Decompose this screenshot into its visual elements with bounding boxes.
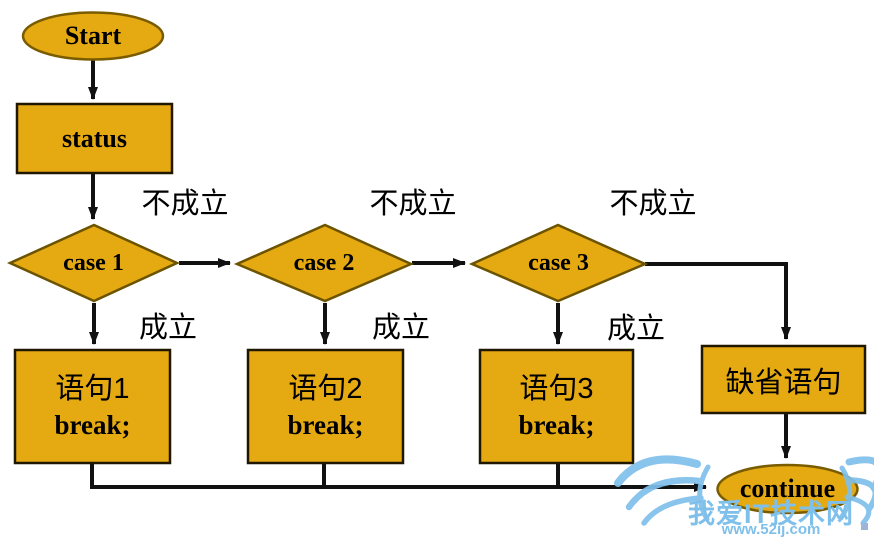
watermark-site-name: 我爱IT技术网	[688, 498, 854, 529]
status-label: status	[61, 123, 127, 153]
case1-decision-diamond	[6, 223, 181, 303]
edge-label-satisfied-1: 成立	[138, 312, 197, 344]
edge-label-satisfied-2: 成立	[371, 312, 430, 344]
statement2-text: 语句2	[288, 372, 363, 405]
statement1-content: 语句1 break;	[15, 352, 170, 460]
continue-label: continue	[739, 474, 836, 503]
edge-label-not-satisfied-1: 不成立	[141, 188, 229, 220]
statement3-text: 语句3	[519, 372, 594, 405]
default-statement-label: 缺省语句	[725, 366, 842, 399]
status-process-box	[15, 102, 174, 175]
edge-label-satisfied-3: 成立	[606, 313, 665, 345]
watermark-url: www.52ij.com	[721, 520, 821, 538]
edge-label-not-satisfied-2: 不成立	[369, 188, 457, 220]
statement2-content: 语句2 break;	[248, 352, 403, 460]
case2-label: case 2	[293, 249, 355, 276]
case3-label: case 3	[528, 249, 589, 276]
statement3-process-box	[478, 348, 635, 465]
edge-collector-to-continue	[90, 463, 707, 492]
statement1-text: 语句1	[55, 372, 130, 405]
start-terminator	[21, 11, 165, 61]
watermark-dot	[861, 523, 868, 530]
statement1-break: break;	[54, 409, 131, 440]
edge-label-not-satisfied-3: 不成立	[609, 188, 697, 220]
default-statement-box	[700, 344, 867, 415]
case1-label: case 1	[63, 249, 124, 276]
statement3-content: 语句3 break;	[480, 352, 633, 460]
edge-case3-to-default	[645, 262, 791, 340]
start-label: Start	[64, 21, 122, 50]
statement3-break: break;	[518, 409, 595, 440]
case2-decision-diamond	[233, 223, 415, 303]
statement2-process-box	[246, 348, 405, 465]
statement1-process-box	[13, 348, 172, 465]
statement2-break: break;	[287, 409, 364, 440]
case3-decision-diamond	[468, 223, 649, 303]
